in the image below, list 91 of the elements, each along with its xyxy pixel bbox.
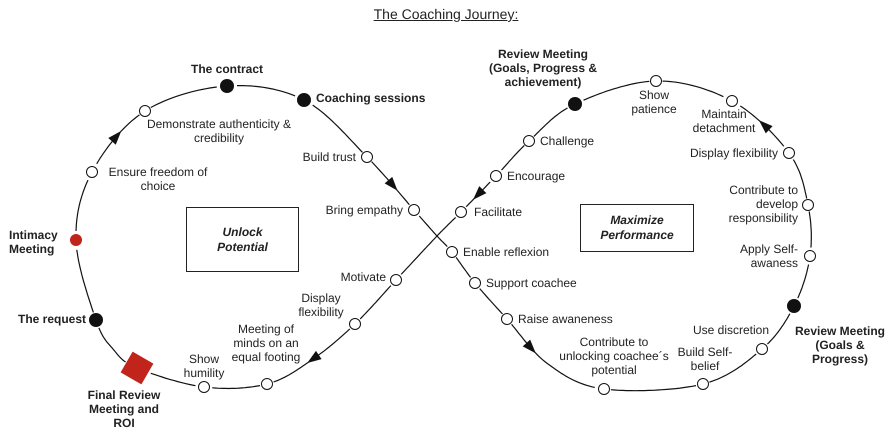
connector-line — [797, 264, 810, 298]
station-label: Contribute to unlocking coachee´s potential — [558, 335, 670, 377]
station-label: Build trust — [302, 150, 356, 164]
connector-line — [360, 285, 392, 320]
connector-line — [98, 328, 126, 362]
station-circle — [490, 170, 502, 182]
arrow — [740, 106, 784, 147]
station-label: Contribute to develop responsibility — [728, 183, 798, 225]
station-circle — [261, 378, 273, 390]
connector-line — [808, 211, 812, 248]
station-label: Bring empathy — [326, 203, 403, 217]
station-label: Meeting of minds on an equal footing — [230, 322, 302, 364]
connector-line — [583, 80, 650, 101]
milestone-dot — [89, 313, 103, 327]
milestone-label: Final Review Meeting and ROI — [86, 388, 162, 430]
milestone-dot — [220, 79, 234, 93]
station-circle — [455, 206, 467, 218]
connector-line — [479, 288, 503, 314]
connector-line — [418, 216, 448, 247]
station-circle — [446, 246, 458, 258]
station-circle — [726, 95, 738, 107]
milestone-dot — [568, 97, 582, 111]
connector-line — [533, 107, 568, 137]
station-circle — [469, 277, 481, 289]
station-circle — [650, 75, 662, 87]
station-circle — [523, 135, 535, 147]
connector-line — [76, 250, 94, 313]
station-circle — [697, 378, 709, 390]
phase-box — [580, 204, 694, 252]
station-label: Support coachee — [486, 276, 577, 290]
connector-line — [709, 354, 757, 383]
station-label: Enable reflexion — [463, 245, 550, 259]
station-circle — [390, 274, 402, 286]
arrow — [96, 114, 140, 164]
connector-line — [792, 159, 808, 199]
connector-line — [456, 257, 472, 278]
arrow — [511, 324, 595, 388]
station-circle — [756, 343, 768, 355]
station-label: Challenge — [540, 134, 594, 148]
station-circle — [198, 381, 210, 393]
station-label: Demonstrate authenticity & credibility — [146, 117, 292, 145]
station-circle — [349, 318, 361, 330]
station-label: Ensure freedom of choice — [108, 165, 208, 193]
milestone-label: The contract — [191, 62, 263, 76]
connector-line — [766, 313, 790, 345]
phase-box — [186, 207, 299, 272]
milestone-dot — [70, 234, 82, 246]
station-label: Build Self-belief — [676, 345, 734, 373]
station-label: Display flexibility — [297, 291, 345, 319]
connector-line — [610, 385, 696, 392]
station-label: Display flexibility — [690, 146, 778, 160]
phase-title: Maximize Performance — [599, 213, 675, 243]
arrow — [371, 161, 410, 206]
connector-line — [150, 86, 217, 108]
station-label: Facilitate — [474, 205, 522, 219]
connector-line — [312, 104, 363, 153]
milestone-label: Coaching sessions — [316, 91, 426, 105]
station-circle — [804, 250, 816, 262]
station-circle — [501, 313, 513, 325]
connector-line — [75, 180, 89, 231]
milestone-dot — [787, 299, 801, 313]
station-label: Maintain detachment — [692, 107, 756, 135]
station-label: Show humility — [182, 352, 226, 380]
arrow — [466, 182, 491, 208]
station-label: Encourage — [507, 169, 566, 183]
connector-line — [501, 145, 525, 170]
station-label: Raise awaneness — [518, 312, 613, 326]
arrow — [273, 328, 350, 383]
connector-line — [662, 80, 724, 98]
connector-line — [150, 372, 196, 386]
phase-title: Unlock Potential — [216, 224, 269, 254]
connector-line — [400, 216, 456, 275]
station-circle — [408, 204, 420, 216]
station-circle — [86, 166, 98, 178]
station-circle — [598, 383, 610, 395]
milestone-dot — [297, 93, 311, 107]
connector-line — [237, 85, 296, 96]
station-label: Apply Self-awaness — [738, 242, 798, 270]
station-circle — [139, 105, 151, 117]
milestone-label: Intimacy Meeting — [9, 228, 59, 256]
diagram-title: The Coaching Journey: — [374, 6, 518, 22]
station-label: Use discretion — [692, 323, 770, 337]
connector-line — [212, 385, 260, 390]
station-label: Show patience — [630, 88, 678, 116]
milestone-label: The request — [18, 312, 86, 326]
station-circle — [361, 151, 373, 163]
milestone-label: Review Meeting (Goals & Progress) — [794, 324, 886, 366]
milestone-label: Review Meeting (Goals, Progress & achievement) — [488, 47, 598, 89]
station-circle — [802, 199, 814, 211]
station-circle — [783, 147, 795, 159]
station-label: Motivate — [340, 270, 386, 284]
